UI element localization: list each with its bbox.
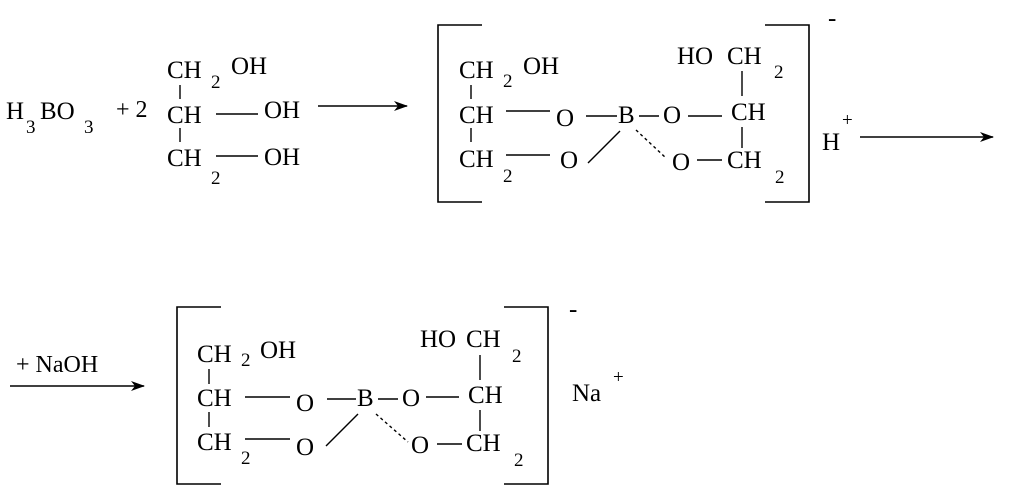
glycerol-top-oh: OH	[231, 53, 267, 80]
c2-left-sub-bot: 2	[241, 448, 251, 469]
c1-left-ch: CH	[459, 102, 494, 129]
c2-right-ho: HO	[420, 326, 456, 353]
boric-acid-sub3: 3	[26, 117, 36, 138]
bracket-left-2	[176, 306, 221, 485]
c1-boron: B	[618, 102, 635, 129]
c2-left-ch2-bot: CH	[197, 429, 232, 456]
c2-right-o4: O	[411, 432, 429, 459]
c2-left-ch2-top: CH	[197, 341, 232, 368]
c1-right-ch2-bot: CH	[727, 147, 762, 174]
c2-left-o2: O	[296, 434, 314, 461]
c2-right-sub-bot: 2	[514, 450, 524, 471]
borate-complex-2: - CH 2 OH CH O CH 2 O B HO CH 2 O CH O C…	[176, 296, 577, 485]
c2-bond-o2-b	[325, 413, 359, 447]
c1-right-sub-bot: 2	[775, 167, 785, 188]
bracket-left-1	[437, 24, 482, 203]
boric-acid-h: H	[6, 98, 24, 125]
sodium-na: Na	[572, 380, 601, 407]
c2-right-ch: CH	[468, 382, 503, 409]
plus-two-coefficient: + 2	[116, 97, 148, 123]
proton-plus: +	[842, 110, 853, 131]
c1-right-sub-top: 2	[774, 62, 784, 83]
complex-charge-1: -	[828, 5, 836, 32]
boric-acid: H 3 BO 3	[6, 98, 94, 138]
c2-left-o1: O	[296, 390, 314, 417]
glycerol-molecule: CH 2 OH CH OH CH 2 OH	[167, 53, 300, 189]
glycerol-top-sub: 2	[211, 72, 221, 93]
c1-left-oh: OH	[523, 53, 559, 80]
sodium-plus: +	[613, 367, 624, 388]
c1-dative-bond	[635, 129, 667, 159]
c2-left-ch: CH	[197, 385, 232, 412]
c1-right-ch2-top: CH	[727, 43, 762, 70]
c1-right-ho: HO	[677, 43, 713, 70]
glycerol-bot-oh: OH	[264, 144, 300, 171]
c1-left-sub-top: 2	[503, 71, 513, 92]
naoh-reagent-label: + NaOH	[16, 352, 98, 378]
c2-left-sub-top: 2	[241, 350, 251, 371]
c1-right-ch: CH	[731, 99, 766, 126]
glycerol-mid-ch: CH	[167, 102, 202, 129]
c1-left-o2: O	[560, 147, 578, 174]
glycerol-top-ch: CH	[167, 57, 202, 84]
c2-right-ch2-top: CH	[466, 326, 501, 353]
boric-acid-bo: BO	[40, 98, 75, 125]
c1-bond-o2-b	[587, 130, 621, 164]
c1-left-sub-bot: 2	[503, 166, 513, 187]
borate-complex-1: - CH 2 OH CH O CH 2 O B HO CH 2 O CH O C…	[437, 5, 836, 203]
bracket-right-1	[765, 24, 810, 203]
c2-left-oh: OH	[260, 337, 296, 364]
c2-dative-bond	[375, 413, 409, 443]
c1-left-ch2-bot: CH	[459, 146, 494, 173]
c1-left-o1: O	[556, 105, 574, 132]
c2-boron: B	[357, 385, 374, 412]
proton-h: H	[822, 129, 840, 156]
glycerol-mid-oh: OH	[264, 97, 300, 124]
c1-left-ch2-top: CH	[459, 57, 494, 84]
c1-right-o3: O	[663, 102, 681, 129]
c2-right-o3: O	[402, 385, 420, 412]
c2-right-ch2-bot: CH	[466, 430, 501, 457]
c1-right-o4: O	[672, 149, 690, 176]
glycerol-bot-ch: CH	[167, 145, 202, 172]
glycerol-bot-sub: 2	[211, 168, 221, 189]
complex-charge-2: -	[569, 296, 577, 323]
bracket-right-2	[504, 306, 549, 485]
boric-acid-sub3b: 3	[84, 117, 94, 138]
c2-right-sub-top: 2	[512, 346, 522, 367]
